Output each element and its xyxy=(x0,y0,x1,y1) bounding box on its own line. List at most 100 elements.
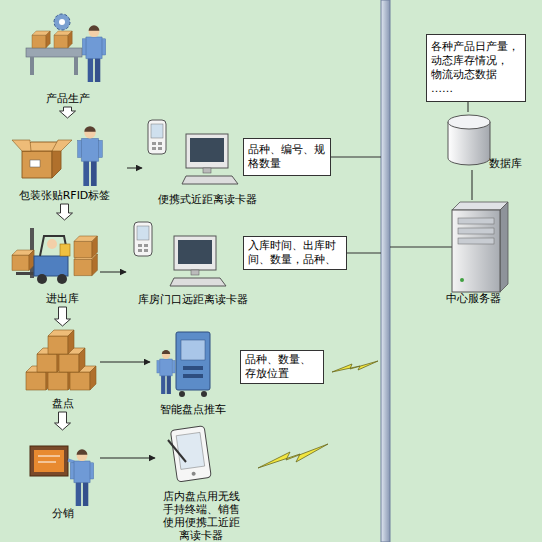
forklift-illustration xyxy=(37,274,47,284)
text-box: 入库时间、出库时 间、数量，品种、 xyxy=(243,236,347,270)
bus-wire xyxy=(347,253,381,254)
distribution-illustration xyxy=(34,450,64,472)
packaging-illustration xyxy=(12,126,102,186)
wireless-bolt xyxy=(332,361,378,372)
production-illustration xyxy=(74,57,78,75)
arrow-connector xyxy=(100,458,155,459)
handheld-terminal-illustration xyxy=(170,426,211,482)
production-illustration xyxy=(32,31,50,48)
distribution-illustration xyxy=(38,456,60,457)
captioned-figure: 进出库 xyxy=(25,222,100,305)
node-label: 进出库 xyxy=(46,292,79,305)
production-illustration xyxy=(26,14,106,82)
node-label: 品种、数量、 存放位置 xyxy=(245,353,319,381)
server-illustration xyxy=(458,218,494,224)
bus-wire xyxy=(390,247,452,248)
text-box: 品种、数量、 存放位置 xyxy=(240,350,324,384)
production-illustration xyxy=(54,31,72,48)
arrow-connector xyxy=(127,168,142,169)
captioned-figure: 智能盘点推车 xyxy=(150,328,235,416)
captioned-figure: 分销 xyxy=(25,432,100,520)
production-illustration xyxy=(82,25,105,82)
server-illustration xyxy=(452,202,508,210)
captioned-figure: 中心服务器 xyxy=(433,200,513,305)
packaging-illustration xyxy=(78,126,103,186)
forklift-illustration xyxy=(74,236,97,258)
server-illustration xyxy=(452,210,500,292)
arrow-connector xyxy=(100,362,150,363)
gate-reader-illustration xyxy=(170,236,226,286)
node-label: 智能盘点推车 xyxy=(160,403,226,416)
flow-arrow xyxy=(55,412,71,430)
smart-cart-illustration xyxy=(176,332,210,390)
smart-cart-illustration xyxy=(179,391,185,397)
forklift-illustration xyxy=(60,244,70,256)
portable-reader-illustration xyxy=(148,120,238,184)
production-illustration xyxy=(30,57,34,75)
node-label: 包装张贴RFID标签 xyxy=(19,189,111,202)
node-label: 各种产品日产量， 动态库存情况， 物流动态数据 …… xyxy=(431,40,521,96)
network-bus xyxy=(381,0,390,542)
handheld-terminal-illustration xyxy=(176,432,204,469)
distribution-illustration xyxy=(68,460,74,462)
packaging-illustration xyxy=(30,160,40,167)
line-connector xyxy=(472,170,473,200)
gate-reader-illustration xyxy=(134,222,226,286)
smart-cart-illustration xyxy=(181,340,205,360)
node-label: 入库时间、出库时 间、数量，品种、 xyxy=(248,239,342,267)
smart-cart-illustration xyxy=(201,391,207,397)
node-label: 盘点 xyxy=(52,397,74,410)
captioned-figure: 店内盘点用无线 手持终端、销售 使用便携工近距 离读卡器 xyxy=(155,422,247,542)
packaging-illustration xyxy=(52,140,72,151)
smart-cart-illustration xyxy=(157,332,210,397)
smart-cart-illustration xyxy=(183,374,203,378)
handheld-terminal-illustration xyxy=(168,440,186,462)
text-box: 各种产品日产量， 动态库存情况， 物流动态数据 …… xyxy=(426,34,526,102)
node-label: 数据库 xyxy=(489,157,522,170)
forklift-illustration xyxy=(12,250,34,270)
distribution-illustration xyxy=(70,449,93,506)
line-connector xyxy=(468,102,469,112)
server-illustration xyxy=(458,238,494,244)
gate-reader-illustration xyxy=(134,222,152,256)
production-illustration xyxy=(59,19,65,25)
smart-cart-illustration xyxy=(183,366,203,370)
captioned-figure: 产品生产 xyxy=(20,5,115,105)
database-cylinder: 数据库 xyxy=(445,112,527,170)
server-illustration xyxy=(500,202,508,292)
packaging-illustration xyxy=(12,140,31,151)
distribution-illustration xyxy=(30,446,94,506)
distribution-illustration xyxy=(30,446,68,476)
box-pile-illustration xyxy=(48,330,74,354)
database-cylinder-top xyxy=(448,115,490,129)
captioned-figure: 库房门口远距离读卡器 xyxy=(126,218,260,306)
forklift-illustration xyxy=(12,228,97,284)
captioned-figure: 包装张贴RFID标签 xyxy=(2,120,127,202)
production-illustration xyxy=(54,14,70,30)
forklift-illustration xyxy=(57,274,67,284)
flow-arrow xyxy=(60,107,76,118)
production-illustration xyxy=(26,48,82,57)
forklift-illustration xyxy=(16,272,34,275)
server-illustration xyxy=(460,278,464,282)
wireless-bolt xyxy=(258,444,328,468)
flow-arrow xyxy=(55,307,71,326)
node-label: 店内盘点用无线 手持终端、销售 使用便携工近距 离读卡器 xyxy=(155,490,247,542)
flow-arrow xyxy=(57,204,73,220)
portable-reader-illustration xyxy=(182,134,238,184)
forklift-illustration xyxy=(34,256,68,276)
database-cylinder-outline xyxy=(445,112,495,170)
text-box: 品种、编号、规 格数量 xyxy=(243,138,331,176)
distribution-illustration xyxy=(38,462,56,463)
node-label: 库房门口远距离读卡器 xyxy=(138,293,248,306)
node-label: 中心服务器 xyxy=(446,292,501,305)
node-label: 便携式近距离读卡器 xyxy=(158,193,257,206)
handheld-terminal-illustration xyxy=(191,471,196,476)
smart-cart-illustration xyxy=(157,350,175,394)
box-pile-illustration xyxy=(26,330,96,390)
server-illustration xyxy=(458,228,494,234)
handheld-terminal-illustration xyxy=(170,426,211,482)
handheld-terminal-illustration xyxy=(168,426,211,482)
server-illustration xyxy=(452,202,508,292)
